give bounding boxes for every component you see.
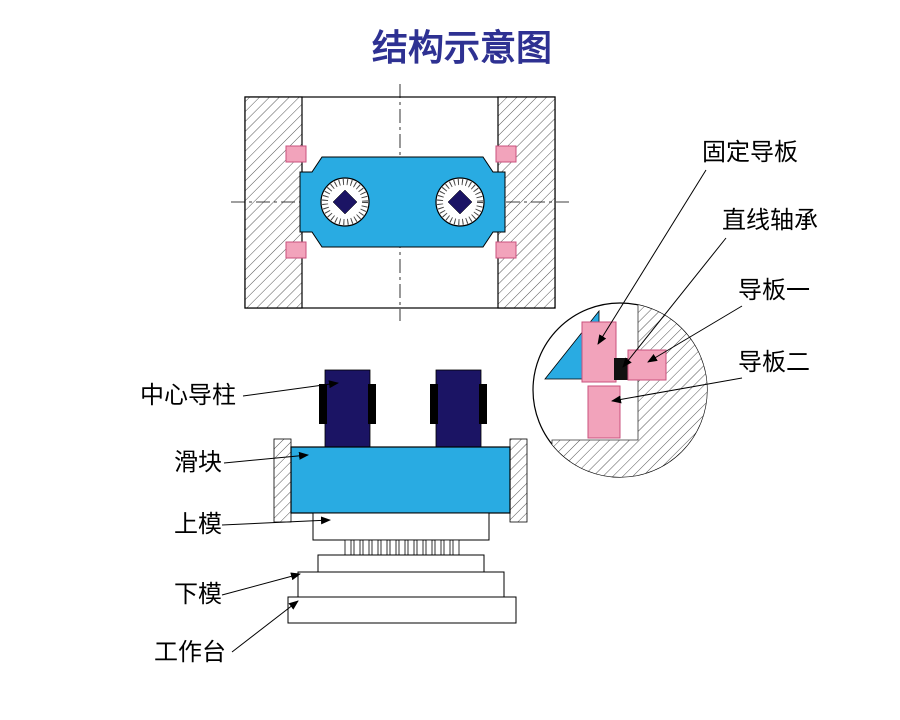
right-leader-lines bbox=[597, 169, 743, 404]
die-tooth bbox=[434, 539, 442, 556]
pink-fittings bbox=[285, 145, 517, 259]
die-tooth bbox=[407, 539, 415, 556]
die-tooth bbox=[380, 539, 388, 556]
die-tooth bbox=[353, 539, 361, 556]
guide-column-left bbox=[324, 369, 371, 451]
left-bearing-block bbox=[244, 96, 303, 309]
label-fixed-guide-plate: 固定导板 bbox=[702, 139, 798, 166]
guide-column-right bbox=[435, 369, 482, 451]
pink-fitting-top-right bbox=[495, 145, 517, 163]
die-teeth-row bbox=[344, 539, 460, 556]
front-view bbox=[273, 369, 528, 624]
label-guide-plate-two: 导板二 bbox=[738, 349, 810, 376]
leader-linear-bearing bbox=[622, 237, 727, 368]
bore-knurl-ring-left bbox=[322, 179, 368, 225]
leader-upper-die bbox=[221, 516, 331, 526]
column-clamp-bands bbox=[319, 384, 487, 424]
die-tooth bbox=[443, 539, 451, 556]
label-lower-die: 下模 bbox=[174, 581, 222, 608]
fixed-guide-plate-part bbox=[581, 321, 617, 383]
die-tooth bbox=[398, 539, 406, 556]
bore-knurl-ring-right bbox=[437, 179, 483, 225]
die-tooth bbox=[425, 539, 433, 556]
leader-worktable bbox=[231, 600, 299, 653]
die-base-strip bbox=[317, 554, 485, 573]
leader-lower-die bbox=[221, 572, 301, 596]
right-bearing-block bbox=[497, 96, 556, 309]
die-tooth bbox=[389, 539, 397, 556]
left-labels: 中心导柱 滑块 上模 下模 工作台 bbox=[140, 382, 236, 666]
clamp-band bbox=[479, 384, 487, 424]
top-view bbox=[231, 84, 569, 321]
pink-fitting-bottom-left bbox=[285, 241, 307, 259]
die-tooth bbox=[452, 539, 460, 556]
label-upper-die: 上模 bbox=[174, 511, 222, 538]
guide-plate-two-part bbox=[587, 385, 621, 439]
clamp-band bbox=[319, 384, 327, 424]
side-guide-rail-left bbox=[273, 438, 292, 523]
leader-center-guide-pillar bbox=[242, 380, 339, 397]
label-guide-plate-one: 导板一 bbox=[738, 277, 810, 304]
page-title: 结构示意图 bbox=[372, 27, 552, 68]
label-slider: 滑块 bbox=[174, 449, 222, 476]
slider-block bbox=[290, 446, 511, 514]
worktable-plate bbox=[287, 596, 517, 624]
linear-bearing-part bbox=[614, 358, 628, 380]
guide-pillar-bore-left bbox=[320, 177, 370, 227]
die-tooth bbox=[416, 539, 424, 556]
side-guide-rail-right bbox=[509, 438, 528, 523]
die-tooth bbox=[371, 539, 379, 556]
upper-die-plate bbox=[312, 512, 490, 541]
lower-die-plate bbox=[297, 571, 505, 598]
die-tooth bbox=[344, 539, 352, 556]
label-worktable: 工作台 bbox=[154, 639, 226, 666]
right-labels: 固定导板 直线轴承 导板一 导板二 bbox=[702, 139, 818, 376]
clamp-band bbox=[430, 384, 438, 424]
pillar-diamond-left bbox=[332, 189, 358, 215]
detail-view bbox=[532, 302, 708, 478]
leader-fixed-guide-plate bbox=[597, 169, 707, 345]
die-tooth bbox=[362, 539, 370, 556]
leader-guide-plate-one bbox=[647, 305, 743, 363]
leader-guide-plate-two bbox=[611, 377, 743, 404]
leader-slider bbox=[223, 451, 309, 464]
guide-pillar-bore-right bbox=[435, 177, 485, 227]
clamp-band bbox=[368, 384, 376, 424]
label-linear-bearing: 直线轴承 bbox=[722, 207, 818, 234]
pillar-diamond-right bbox=[447, 189, 473, 215]
housing-hatched-section bbox=[551, 303, 707, 477]
left-leader-lines bbox=[221, 380, 339, 653]
pink-fitting-bottom-right bbox=[495, 241, 517, 259]
pink-fitting-top-left bbox=[285, 145, 307, 163]
label-center-guide-pillar: 中心导柱 bbox=[140, 382, 236, 409]
